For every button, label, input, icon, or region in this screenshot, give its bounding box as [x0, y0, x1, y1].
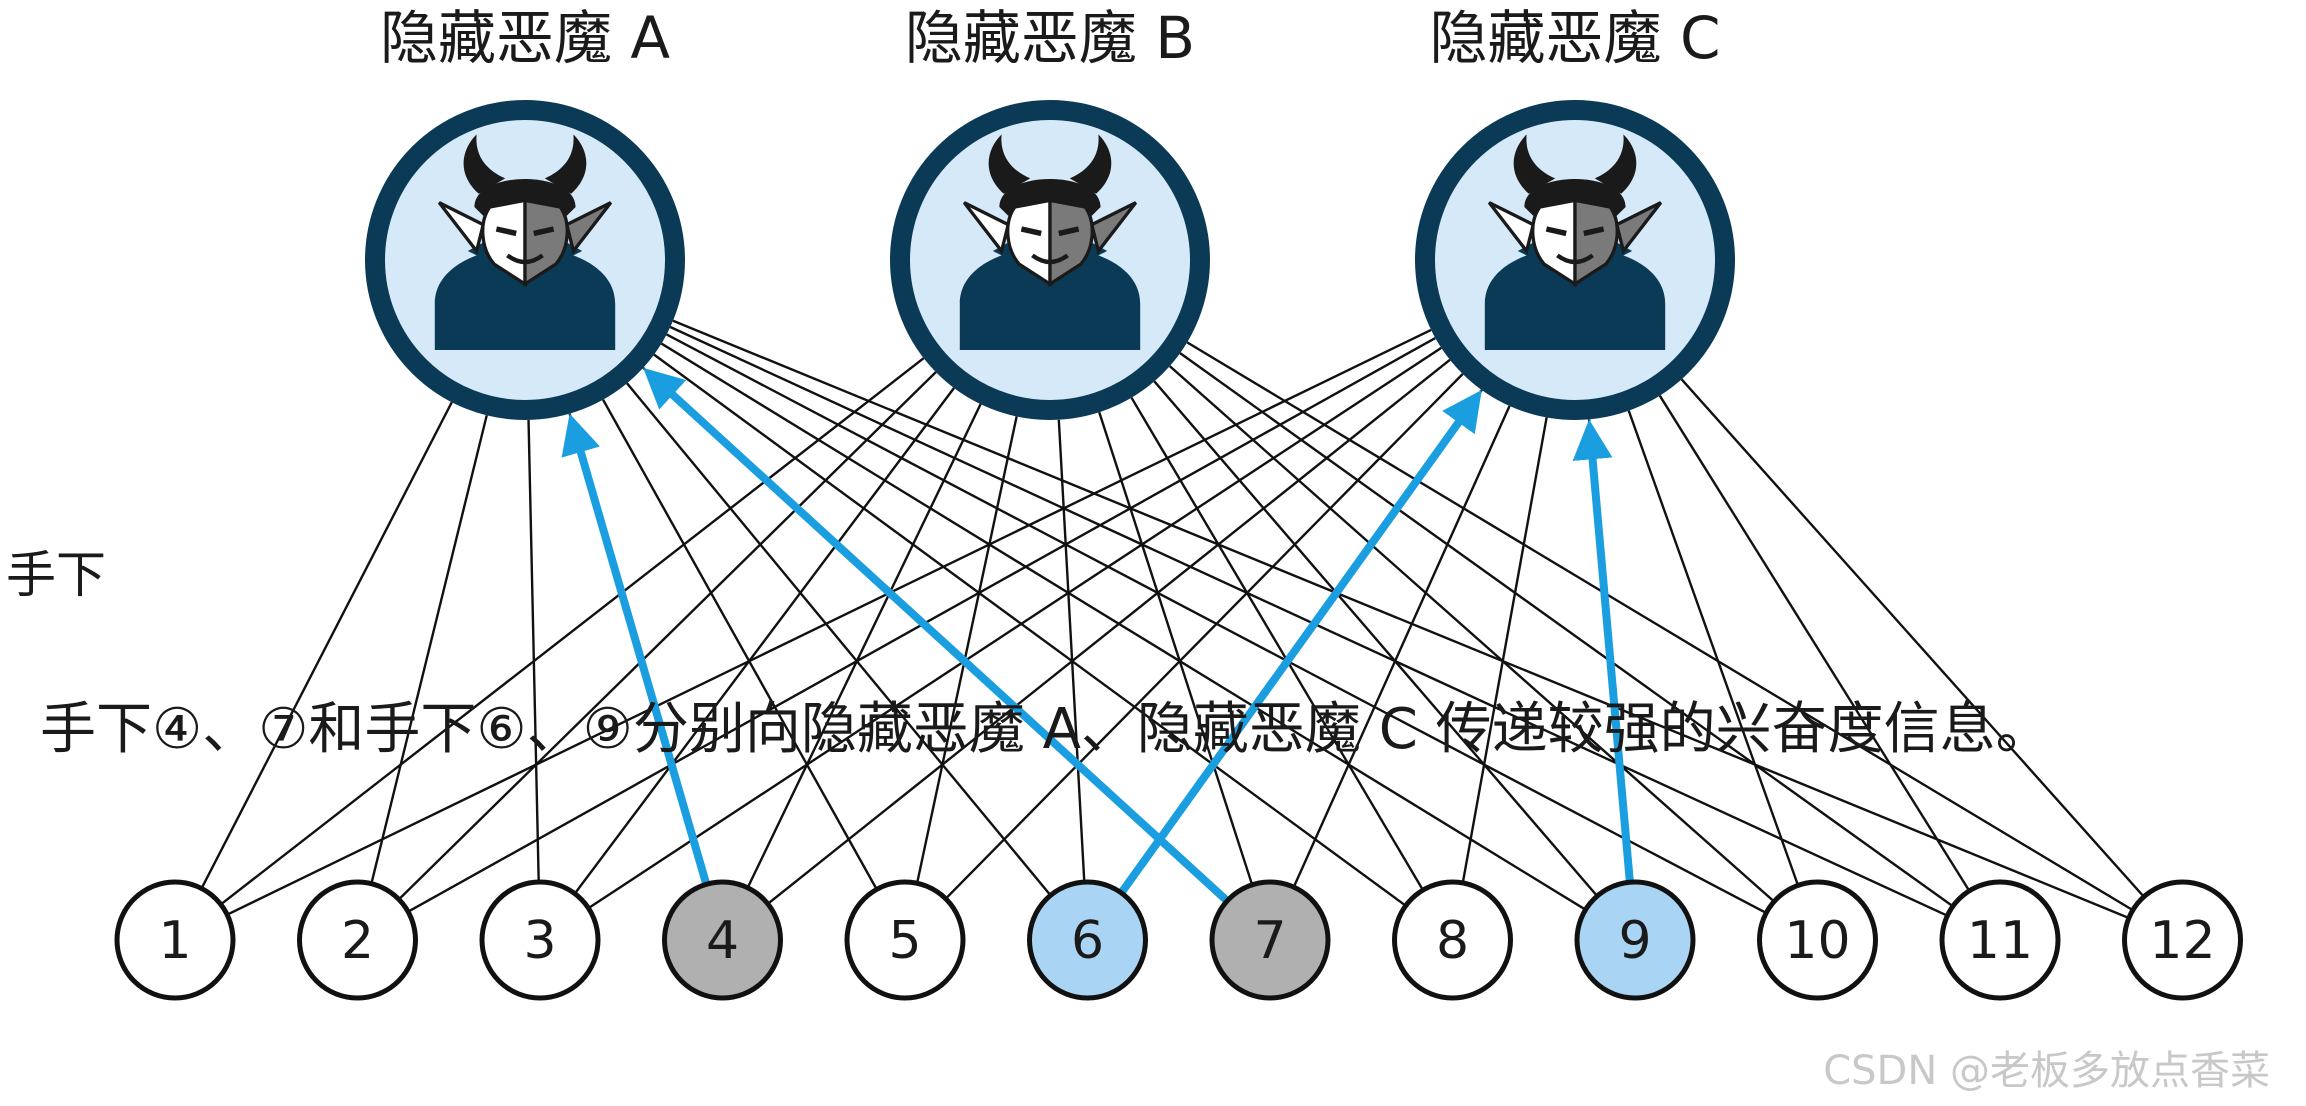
edge-5-B: [915, 416, 1018, 884]
edge-12-A: [672, 319, 2130, 920]
edge-9-B: [1153, 380, 1599, 897]
node-circle: [1939, 879, 2061, 1001]
edge-1-A: [200, 401, 453, 889]
node-label: 1: [158, 911, 191, 971]
edge-11-C: [1658, 395, 1971, 892]
strong-signal-arrow-4-to-A: [561, 413, 711, 886]
node-circle: [114, 879, 236, 1001]
node-label: 4: [706, 911, 739, 971]
watermark: CSDN @老板多放点香菜: [1823, 1048, 2270, 1094]
node-circle: [2122, 879, 2243, 1001]
strong-signal-arrows: [561, 367, 1634, 904]
hidden-demons: 隐藏恶魔 A 隐藏恶魔 B 隐藏恶魔 C: [365, 4, 1735, 420]
subordinate-node-9: 9: [1574, 879, 1696, 1001]
subordinates-label: 手下: [6, 546, 106, 604]
hidden-demon-b: 隐藏恶魔 B: [890, 4, 1210, 420]
connection-lines: [200, 319, 2145, 920]
node-label: 7: [1253, 911, 1286, 971]
edge-10-A: [666, 333, 1767, 915]
edge-9-A: [660, 342, 1587, 911]
edge-3-C: [587, 346, 1442, 910]
edge-3-A: [527, 419, 540, 883]
edge-6-A: [626, 382, 1052, 897]
edge-7-B: [1098, 411, 1254, 886]
subordinate-node-4: 4: [662, 879, 783, 1001]
edge-3-B: [573, 387, 955, 895]
node-circle: [1209, 879, 1331, 1001]
node-label: 6: [1071, 911, 1104, 971]
node-label: 9: [1618, 911, 1651, 971]
node-circle: [479, 879, 601, 1001]
node-label: 10: [1784, 911, 1850, 971]
subordinate-node-7: 7: [1209, 879, 1331, 1001]
node-circle: [1392, 879, 1513, 1001]
demon-title-a: 隐藏恶魔 A: [380, 4, 670, 72]
demon-title-c: 隐藏恶魔 C: [1430, 4, 1721, 72]
demon-title-b: 隐藏恶魔 B: [905, 4, 1195, 72]
node-label: 11: [1967, 911, 2033, 971]
edge-8-C: [1461, 417, 1548, 884]
caption: 手下④、⑦和手下⑥、⑨分别向隐藏恶魔 A、隐藏恶魔 C 传递较强的兴奋度信息。: [40, 697, 2052, 762]
edge-11-A: [669, 325, 1948, 917]
node-label: 12: [2149, 911, 2215, 971]
node-label: 3: [523, 911, 556, 971]
edge-12-C: [1680, 378, 2145, 898]
node-label: 5: [888, 911, 921, 971]
subordinate-node-5: 5: [844, 879, 966, 1001]
strong-signal-arrow-6-to-C: [1118, 390, 1482, 896]
edge-11-B: [1179, 352, 1954, 908]
subordinate-node-3: 3: [479, 879, 601, 1001]
subordinate-node-8: 8: [1392, 879, 1513, 1001]
edge-12-B: [1186, 341, 2134, 912]
edge-4-B: [746, 403, 982, 889]
edge-10-C: [1627, 410, 1800, 886]
strong-signal-arrow-7-to-A: [643, 367, 1230, 904]
node-circle: [297, 879, 418, 1001]
edge-7-C: [1292, 405, 1511, 888]
subordinate-node-12: 12: [2122, 879, 2243, 1001]
edge-10-B: [1168, 365, 1775, 903]
edge-2-A: [370, 415, 488, 884]
hidden-demon-a: 隐藏恶魔 A: [365, 4, 685, 420]
subordinate-node-10: 10: [1757, 879, 1878, 1001]
edge-5-C: [944, 373, 1464, 900]
hidden-demon-c: 隐藏恶魔 C: [1415, 4, 1735, 420]
edge-8-A: [653, 353, 1407, 907]
edge-6-B: [1057, 419, 1086, 883]
edge-8-B: [1130, 397, 1424, 891]
edge-1-B: [220, 357, 925, 906]
strong-signal-arrow-9-to-C: [1572, 419, 1634, 883]
subordinate-node-11: 11: [1939, 879, 2061, 1001]
node-circle: [662, 879, 783, 1001]
node-circle: [1757, 879, 1878, 1001]
node-label: 2: [341, 911, 374, 971]
node-circle: [1574, 879, 1696, 1001]
edge-1-C: [226, 328, 1432, 916]
edge-4-C: [767, 358, 1451, 905]
subordinate-node-1: 1: [114, 879, 236, 1001]
subordinate-node-2: 2: [297, 879, 418, 1001]
subordinate-node-6: 6: [1027, 879, 1148, 1001]
node-label: 8: [1436, 911, 1469, 971]
edge-5-A: [602, 399, 878, 890]
edge-2-B: [398, 371, 937, 901]
node-circle: [844, 879, 966, 1001]
node-circle: [1027, 879, 1148, 1001]
